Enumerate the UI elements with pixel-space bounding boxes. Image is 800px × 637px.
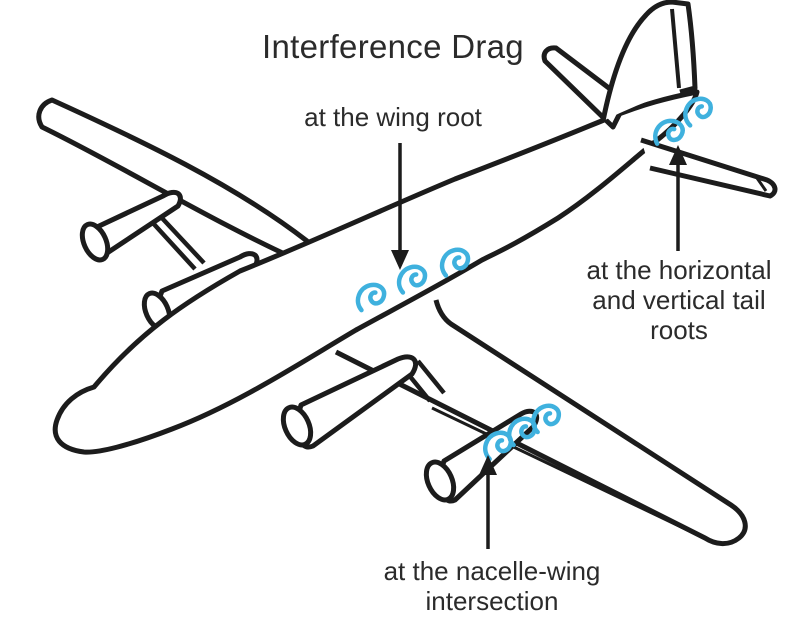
- vertical-stabilizer: [600, 0, 698, 122]
- label-tail-line-2: and vertical tail: [592, 285, 766, 315]
- label-wing-root: at the wing root: [304, 102, 482, 132]
- nacelle-arrow: [479, 455, 497, 549]
- label-tail-line-3: roots: [650, 315, 708, 345]
- label-nacelle-line-1: at the nacelle-wing: [383, 556, 601, 586]
- near-horizontal-stabilizer: [640, 137, 778, 199]
- tail-root-arrow: [669, 145, 687, 251]
- wing-root-arrow: [391, 143, 409, 270]
- engine-intake-icon: [79, 221, 111, 263]
- engine-nacelle-inboard-near: [280, 354, 419, 450]
- label-tail-roots: at the horizontal and vertical tail root…: [564, 255, 794, 345]
- far-wing: [36, 97, 310, 264]
- engine-pylon-far: [150, 215, 206, 271]
- label-tail-line-1: at the horizontal: [586, 255, 772, 285]
- label-nacelle-line-2: intersection: [425, 586, 559, 616]
- rudder-line: [670, 8, 681, 89]
- label-nacelle-intersection: at the nacelle-wing intersection: [340, 556, 644, 616]
- engine-intake-icon: [423, 459, 457, 503]
- near-wing: [334, 299, 748, 547]
- wing-leading-edge-line: [431, 406, 701, 538]
- engine-nacelle-outboard-far: [79, 189, 183, 263]
- diagram-title: Interference Drag: [262, 28, 524, 65]
- engine-intake-icon: [280, 404, 314, 448]
- fuselage: [52, 89, 700, 455]
